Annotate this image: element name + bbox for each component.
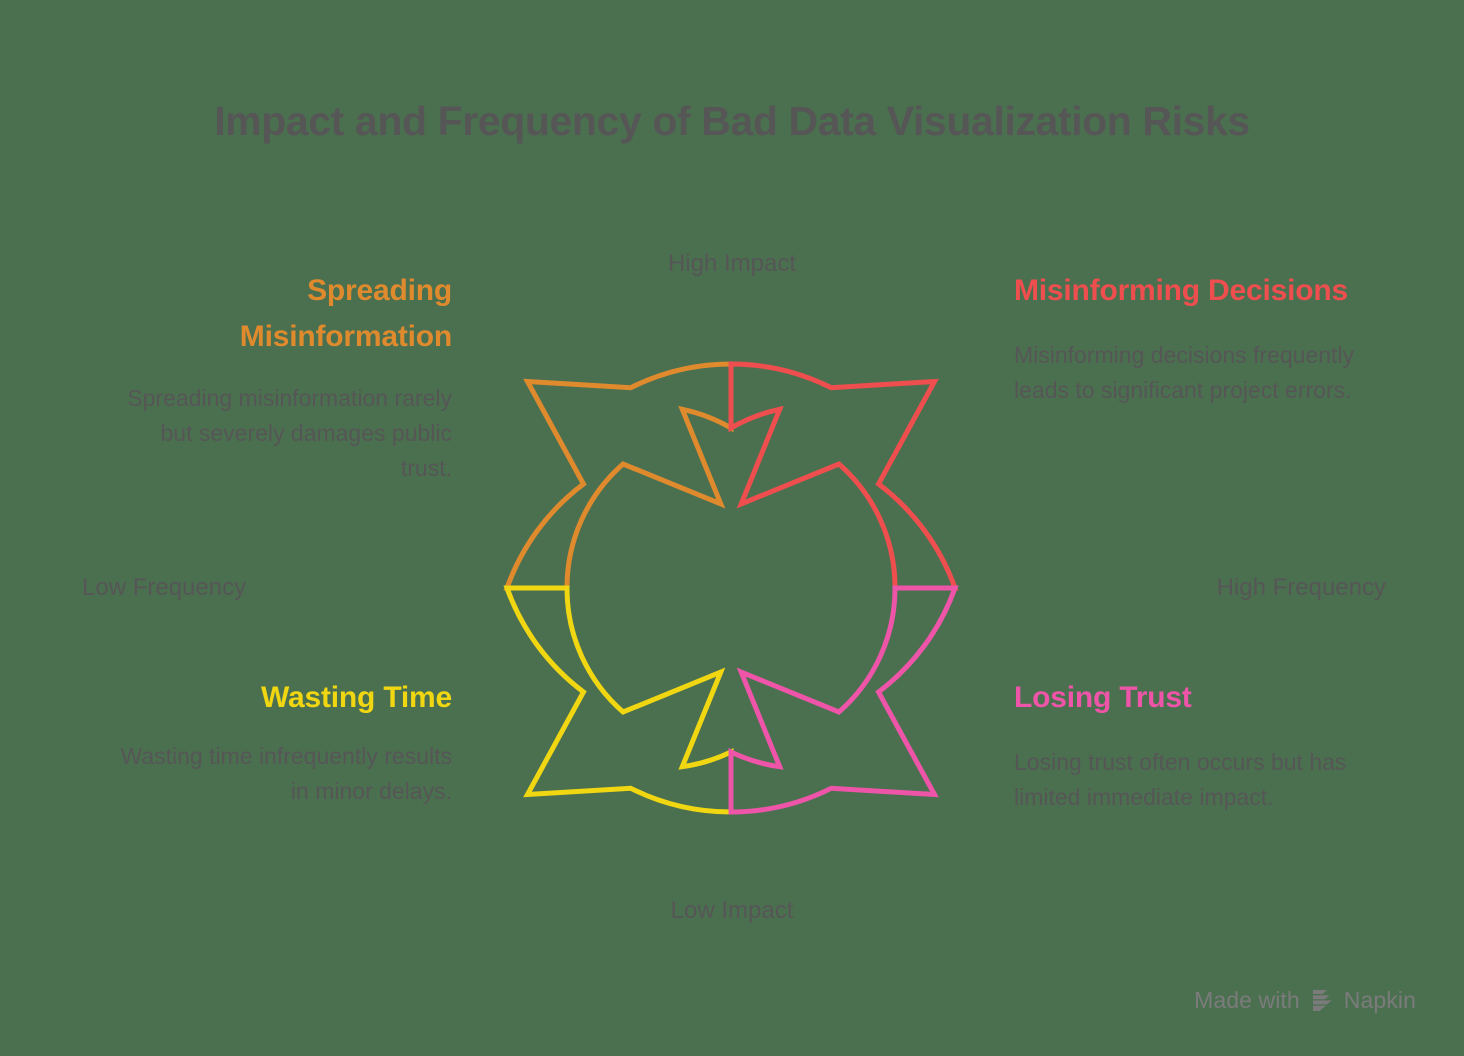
watermark: Made with Napkin [1194, 987, 1416, 1014]
watermark-prefix: Made with [1194, 987, 1300, 1013]
quadrant-block-top-right: Misinforming Decisions Misinforming deci… [1014, 268, 1362, 408]
ring-segment-bottom-left[interactable] [503, 585, 734, 815]
watermark-brand: Napkin [1343, 987, 1416, 1013]
quadrant-block-bottom-left: Wasting Time Wasting time infrequently r… [104, 675, 452, 809]
axis-label-high-frequency: High Frequency [1216, 574, 1386, 601]
quadrant-block-top-left: Spreading Misinformation Spreading misin… [104, 268, 452, 486]
quadrant-heading-losing-trust: Losing Trust [1014, 681, 1192, 714]
ring-segment-top-left[interactable] [503, 361, 734, 591]
napkin-logo-icon [1312, 990, 1332, 1011]
quadrant-heading-wasting-time: Wasting Time [261, 681, 452, 714]
ring-segment-top-right[interactable] [728, 361, 959, 591]
quadrant-heading-misinforming-decisions: Misinforming Decisions [1014, 274, 1348, 307]
axis-label-low-impact: Low Impact [670, 897, 794, 924]
quadrant-block-bottom-right: Losing Trust Losing trust often occurs b… [1014, 675, 1362, 815]
quadrant-heading-spreading-misinformation: Spreading Misinformation [239, 274, 452, 353]
quadrant-body-spreading-misinformation: Spreading misinformation rarely but seve… [127, 385, 452, 482]
quadrant-body-losing-trust: Losing trust often occurs but has limite… [1014, 748, 1347, 810]
axis-label-high-impact: High Impact [667, 250, 797, 277]
page-title: Impact and Frequency of Bad Data Visuali… [214, 98, 1250, 144]
quadrant-body-wasting-time: Wasting time infrequently results in min… [120, 742, 452, 804]
quadrant-body-misinforming-decisions: Misinforming decisions frequently leads … [1014, 341, 1355, 403]
ring-segment-bottom-right[interactable] [728, 585, 959, 815]
axis-label-low-frequency: Low Frequency [82, 574, 247, 601]
